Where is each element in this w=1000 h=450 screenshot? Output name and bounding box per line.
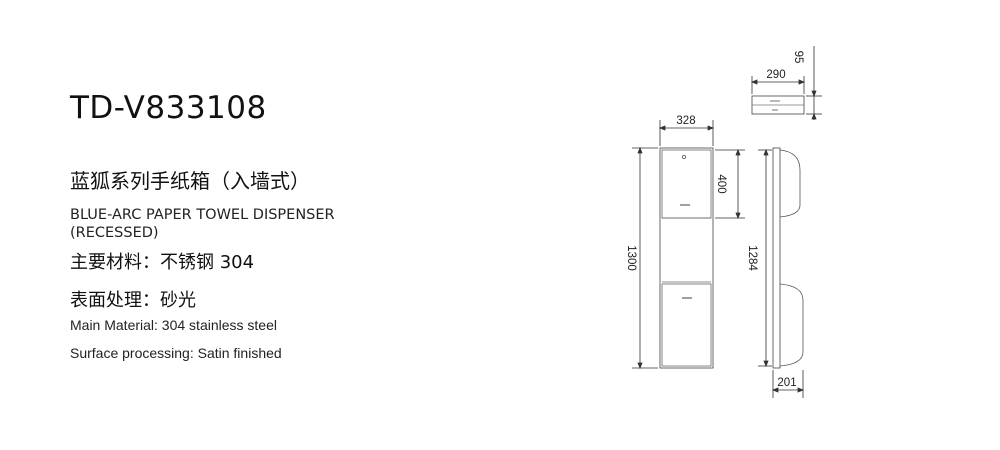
- surface-english: Surface processing: Satin finished: [70, 345, 282, 361]
- surface-chinese: 表面处理：砂光: [70, 290, 196, 311]
- model-number: TD-V833108: [70, 90, 267, 126]
- top-view: [751, 95, 805, 115]
- product-title-english: BLUE-ARC PAPER TOWEL DISPENSER (RECESSED…: [70, 207, 335, 241]
- dim-top-width: [750, 76, 806, 94]
- label-front-height: 1300: [625, 245, 637, 271]
- front-view: [659, 147, 714, 369]
- label-upper-section: 400: [715, 174, 727, 193]
- label-front-width: 328: [676, 115, 695, 127]
- side-view: [772, 147, 804, 369]
- dim-front-width: [658, 120, 715, 146]
- label-side-depth: 201: [777, 377, 796, 389]
- material-chinese: 主要材料：不锈钢 304: [70, 252, 255, 273]
- product-title-chinese: 蓝狐系列手纸箱（入墙式）: [70, 169, 310, 193]
- dim-upper-section: [715, 148, 745, 220]
- dim-side-height: [758, 148, 772, 368]
- dim-front-height: [632, 146, 658, 370]
- dim-side-depth: [771, 370, 805, 398]
- label-top-width: 290: [766, 69, 785, 81]
- label-side-height: 1284: [746, 245, 758, 271]
- material-english: Main Material: 304 stainless steel: [70, 317, 277, 333]
- dim-top-depth: [806, 46, 822, 120]
- label-top-depth: 95: [792, 51, 804, 64]
